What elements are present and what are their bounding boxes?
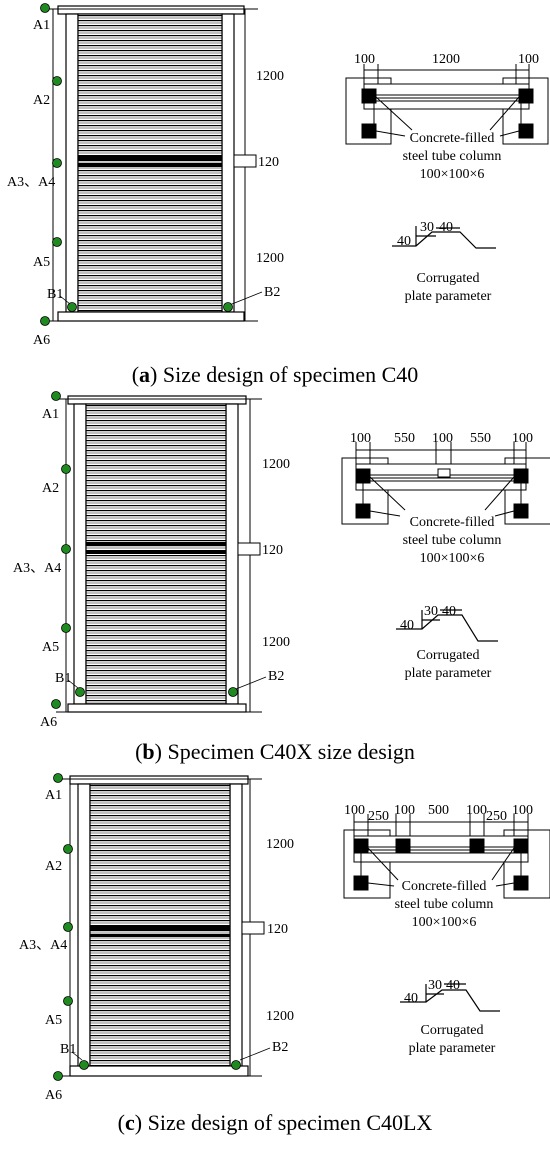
dim-lower-height: 1200 [256,251,284,266]
label-a5: A5 [42,640,59,655]
dim-lower-height: 1200 [262,635,290,650]
panel-b: A1 A2 A3、A4 A5 A6 B1 B2 1200 120 1200 [0,390,550,780]
column-label-line3: 100×100×6 [420,551,485,566]
corr-dim-crest: 40 [446,978,460,993]
column-label-line2: steel tube column [403,149,502,164]
point-a1-marker [40,3,50,13]
panel-c-drawing: A1 A2 A3、A4 A5 A6 B1 B2 1200 120 1200 [19,773,550,1103]
point-a3-marker [52,158,62,168]
plan-dim-3: 500 [428,803,449,818]
caption-a: (a) Size design of specimen C40 [131,362,419,387]
label-a2: A2 [33,93,50,108]
column-label-line2: steel tube column [403,533,502,548]
plan-dim-2: 100 [518,52,539,67]
measurement-points [40,3,233,326]
label-b2: B2 [264,285,280,300]
plan-dim-1: 550 [394,431,415,446]
corr-dim-crest: 40 [442,604,456,619]
plan-dim-0: 100 [344,803,365,818]
label-b1: B1 [55,671,71,686]
corr-label-line2: plate parameter [405,666,492,681]
caption-b: (b) Specimen C40X size design [135,739,415,764]
beam-band [78,155,222,161]
elevation-frame [45,5,258,322]
dim-upper-height: 1200 [266,837,294,852]
corr-label-line1: Corrugated [417,648,480,663]
label-a1: A1 [33,18,50,33]
corr-dim-depth: 30 [424,604,438,619]
plan-view [345,64,549,145]
label-b1: B1 [60,1042,76,1057]
panel-c: A1 A2 A3、A4 A5 A6 B1 B2 1200 120 1200 [0,770,550,1149]
corr-label-line2: plate parameter [409,1041,496,1056]
dim-upper-height: 1200 [256,69,284,84]
label-a6: A6 [40,715,57,730]
point-a2-marker [52,76,62,86]
elevation-frame [58,775,265,1077]
corr-label-line1: Corrugated [421,1023,484,1038]
label-a2: A2 [45,859,62,874]
corr-dim-width: 40 [404,991,418,1006]
column-label-line1: Concrete-filled [402,879,487,894]
caption-c: (c) Size design of specimen C40LX [117,1110,433,1135]
plan-dim-2: 100 [432,431,453,446]
corr-label-line1: Corrugated [417,271,480,286]
dim-beam-height: 120 [267,922,288,937]
plan-dim-0: 100 [350,431,371,446]
label-a1: A1 [45,788,62,803]
column-label-line1: Concrete-filled [410,131,495,146]
label-b2: B2 [272,1040,288,1055]
label-b1: B1 [47,287,63,302]
column-label-line3: 100×100×6 [412,915,477,930]
dim-upper-height: 1200 [262,457,290,472]
panel-a-drawing: A1 A2 A3、A4 A5 A6 B1 B2 1200 120 1200 [7,3,549,348]
column-label-line1: Concrete-filled [410,515,495,530]
corr-label-line2: plate parameter [405,289,492,304]
label-a1: A1 [42,407,59,422]
corr-dim-width: 40 [400,618,414,633]
dim-beam-height: 120 [262,543,283,558]
label-a5: A5 [45,1013,62,1028]
label-a3-a4: A3、A4 [13,561,61,576]
label-a2: A2 [42,481,59,496]
plan-dim-3: 550 [470,431,491,446]
panel-b-drawing: A1 A2 A3、A4 A5 A6 B1 B2 1200 120 1200 [13,391,550,730]
label-a6: A6 [33,333,50,348]
corrugation-profile [396,609,498,642]
label-a3-a4: A3、A4 [7,175,55,190]
plan-dim-4: 100 [466,803,487,818]
dim-beam-height: 120 [258,155,279,170]
plan-view [341,442,550,525]
corr-dim-crest: 40 [439,220,453,235]
plan-dim-2: 100 [394,803,415,818]
column-label-line2: steel tube column [395,897,494,912]
point-b2-marker [223,302,233,312]
corr-dim-depth: 30 [428,978,442,993]
corrugation-profile [392,226,496,249]
corr-dim-depth: 30 [420,220,434,235]
plan-dim-1: 1200 [432,52,460,67]
point-b1-marker [67,302,77,312]
plan-view [343,814,550,899]
dim-lower-height: 1200 [266,1009,294,1024]
corr-dim-width: 40 [397,234,411,249]
plan-dim-4: 100 [512,431,533,446]
panel-a: A1 A2 A3、A4 A5 A6 B1 B2 1200 120 1200 [0,0,550,395]
measurement-points [53,773,241,1081]
plan-dim-5: 250 [486,809,507,824]
measurement-points [51,391,238,709]
label-a5: A5 [33,255,50,270]
plan-dim-0: 100 [354,52,375,67]
column-label-line3: 100×100×6 [420,167,485,182]
point-a6-marker [40,316,50,326]
label-a6: A6 [45,1088,62,1103]
plan-dim-1: 250 [368,809,389,824]
label-b2: B2 [268,669,284,684]
elevation-frame [56,395,262,713]
label-a3-a4: A3、A4 [19,938,67,953]
point-a5-marker [52,237,62,247]
plan-dim-6: 100 [512,803,533,818]
corrugation-profile [400,983,500,1012]
